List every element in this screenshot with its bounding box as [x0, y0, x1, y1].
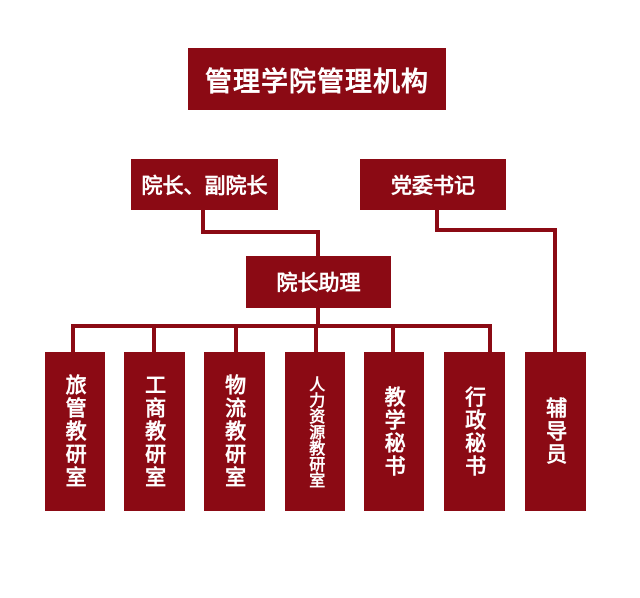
dean-assistant-box: 院长助理: [246, 256, 391, 308]
department-logistics: 物流教研室: [204, 352, 265, 511]
party-secretary-box: 党委书记: [360, 159, 506, 210]
department-business: 工商教研室: [124, 352, 185, 511]
admin-secretary: 行政秘书: [444, 352, 505, 511]
department-tourism: 旅管教研室: [45, 352, 105, 511]
teaching-secretary: 教学秘书: [364, 352, 424, 511]
counselor-box: 辅导员: [525, 352, 586, 511]
department-hr: 人力资源教研室: [285, 352, 345, 511]
connector-dean-to-assistant: [201, 208, 320, 258]
connector-party-to-counselor: [435, 208, 557, 354]
chart-title: 管理学院管理机构: [188, 48, 446, 110]
dean-box: 院长、副院长: [131, 159, 278, 210]
